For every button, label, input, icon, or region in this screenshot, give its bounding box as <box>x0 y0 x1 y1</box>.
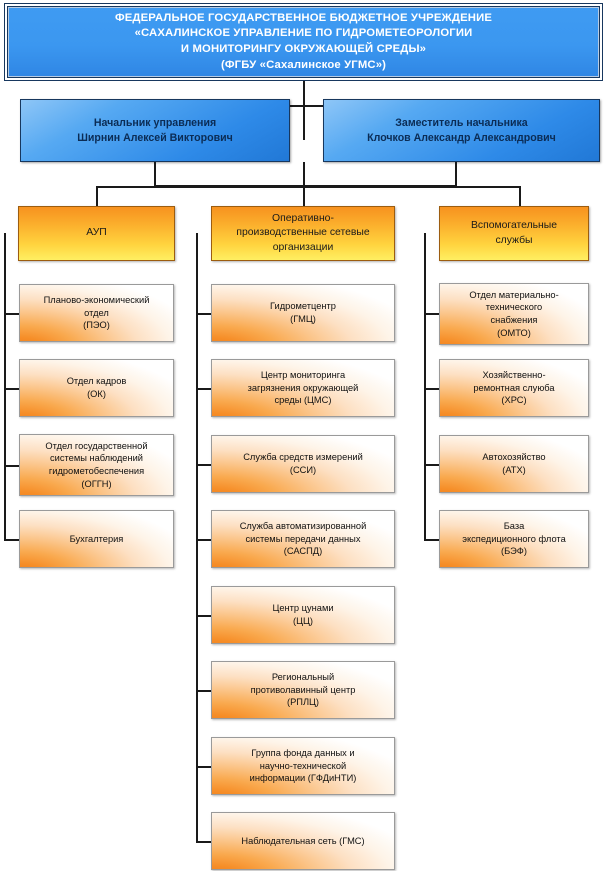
leaf-box-aup-3: Бухгалтерия <box>19 510 174 568</box>
leaf-label-support-3: База экспедиционного флота (БЭФ) <box>462 521 566 557</box>
officer-label-deputy: Заместитель начальника Клочков Александр… <box>367 116 556 144</box>
connector-stub-support-3 <box>424 539 440 541</box>
category-box-support: Вспомогательные службы <box>439 206 589 261</box>
leaf-box-operational-0: Гидрометцентр (ГМЦ) <box>211 284 395 342</box>
connector-merge-stem <box>303 162 305 188</box>
leaf-label-operational-4: Центр цунами (ЦЦ) <box>272 603 334 626</box>
leaf-box-support-2: Автохозяйство (АТХ) <box>439 435 589 493</box>
leaf-label-aup-3: Бухгалтерия <box>69 533 124 544</box>
connector-stub-operational-1 <box>196 388 212 390</box>
leaf-box-aup-2: Отдел государственной системы наблюдений… <box>19 434 174 496</box>
category-label-aup: АУП <box>86 227 107 239</box>
connector-category-bar <box>96 186 521 188</box>
category-label-operational: Оперативно- производственные сетевые орг… <box>236 212 370 253</box>
leaf-label-aup-1: Отдел кадров (ОК) <box>66 376 127 399</box>
leaf-label-aup-0: Планово-экономический отдел (ПЭО) <box>43 295 150 331</box>
connector-stub-operational-2 <box>196 464 212 466</box>
connector-head-down <box>154 162 156 187</box>
leaf-label-support-2: Автохозяйство (АТХ) <box>482 452 546 475</box>
leaf-label-operational-5: Региональный противолавинный центр (РПЛЦ… <box>250 672 356 708</box>
connector-trunk-operational <box>196 233 198 843</box>
category-label-support: Вспомогательные службы <box>470 220 558 246</box>
root-organization-title: ФЕДЕРАЛЬНОЕ ГОСУДАРСТВЕННОЕ БЮДЖЕТНОЕ УЧ… <box>114 11 493 71</box>
connector-stub-operational-0 <box>196 313 212 315</box>
connector-category-drop-operational <box>303 186 305 207</box>
connector-stub-operational-5 <box>196 690 212 692</box>
leaf-box-support-3: База экспедиционного флота (БЭФ) <box>439 510 589 568</box>
leaf-box-aup-1: Отдел кадров (ОК) <box>19 359 174 417</box>
connector-category-drop-support <box>519 186 521 207</box>
leaf-box-support-0: Отдел материально- технического снабжени… <box>439 283 589 345</box>
leaf-label-operational-6: Группа фонда данных и научно-технической… <box>249 748 357 784</box>
category-box-operational: Оперативно- производственные сетевые орг… <box>211 206 395 261</box>
connector-stub-aup-2 <box>4 465 20 467</box>
leaf-box-operational-1: Центр мониторинга загрязнения окружающей… <box>211 359 395 417</box>
connector-trunk-support <box>424 233 426 540</box>
leaf-box-operational-3: Служба автоматизированной системы переда… <box>211 510 395 568</box>
connector-officer-bar <box>154 105 456 107</box>
leaf-box-aup-0: Планово-экономический отдел (ПЭО) <box>19 284 174 342</box>
leaf-label-support-1: Хозяйственно- ремонтная слуюба (ХРС) <box>473 370 555 406</box>
leaf-box-support-1: Хозяйственно- ремонтная слуюба (ХРС) <box>439 359 589 417</box>
leaf-box-operational-4: Центр цунами (ЦЦ) <box>211 586 395 644</box>
leaf-label-operational-0: Гидрометцентр (ГМЦ) <box>270 301 336 324</box>
connector-stub-operational-6 <box>196 766 212 768</box>
connector-stub-operational-3 <box>196 539 212 541</box>
connector-stub-operational-7 <box>196 841 212 843</box>
connector-root-stem <box>303 81 305 140</box>
leaf-box-operational-6: Группа фонда данных и научно-технической… <box>211 737 395 795</box>
officer-box-head: Начальник управления Ширнин Алексей Викт… <box>20 99 290 162</box>
leaf-label-aup-2: Отдел государственной системы наблюдений… <box>45 440 148 489</box>
leaf-label-support-0: Отдел материально- технического снабжени… <box>469 289 559 338</box>
leaf-label-operational-2: Служба средств измерений (ССИ) <box>243 452 363 475</box>
connector-category-drop-aup <box>96 186 98 207</box>
connector-stub-aup-1 <box>4 388 20 390</box>
root-organization-box: ФЕДЕРАЛЬНОЕ ГОСУДАРСТВЕННОЕ БЮДЖЕТНОЕ УЧ… <box>4 3 603 81</box>
leaf-box-operational-5: Региональный противолавинный центр (РПЛЦ… <box>211 661 395 719</box>
leaf-box-operational-7: Наблюдательная сеть (ГМС) <box>211 812 395 870</box>
connector-stub-support-1 <box>424 388 440 390</box>
leaf-label-operational-3: Служба автоматизированной системы переда… <box>239 521 367 557</box>
officer-label-head: Начальник управления Ширнин Алексей Викт… <box>77 116 233 144</box>
leaf-label-operational-7: Наблюдательная сеть (ГМС) <box>241 835 365 846</box>
connector-stub-operational-4 <box>196 615 212 617</box>
officer-box-deputy: Заместитель начальника Клочков Александр… <box>323 99 600 162</box>
connector-trunk-aup <box>4 233 6 540</box>
leaf-label-operational-1: Центр мониторинга загрязнения окружающей… <box>247 370 359 406</box>
leaf-box-operational-2: Служба средств измерений (ССИ) <box>211 435 395 493</box>
connector-deputy-down <box>455 162 457 187</box>
connector-stub-support-0 <box>424 313 440 315</box>
connector-stub-aup-0 <box>4 313 20 315</box>
connector-stub-support-2 <box>424 464 440 466</box>
category-box-aup: АУП <box>18 206 175 261</box>
connector-stub-aup-3 <box>4 539 20 541</box>
